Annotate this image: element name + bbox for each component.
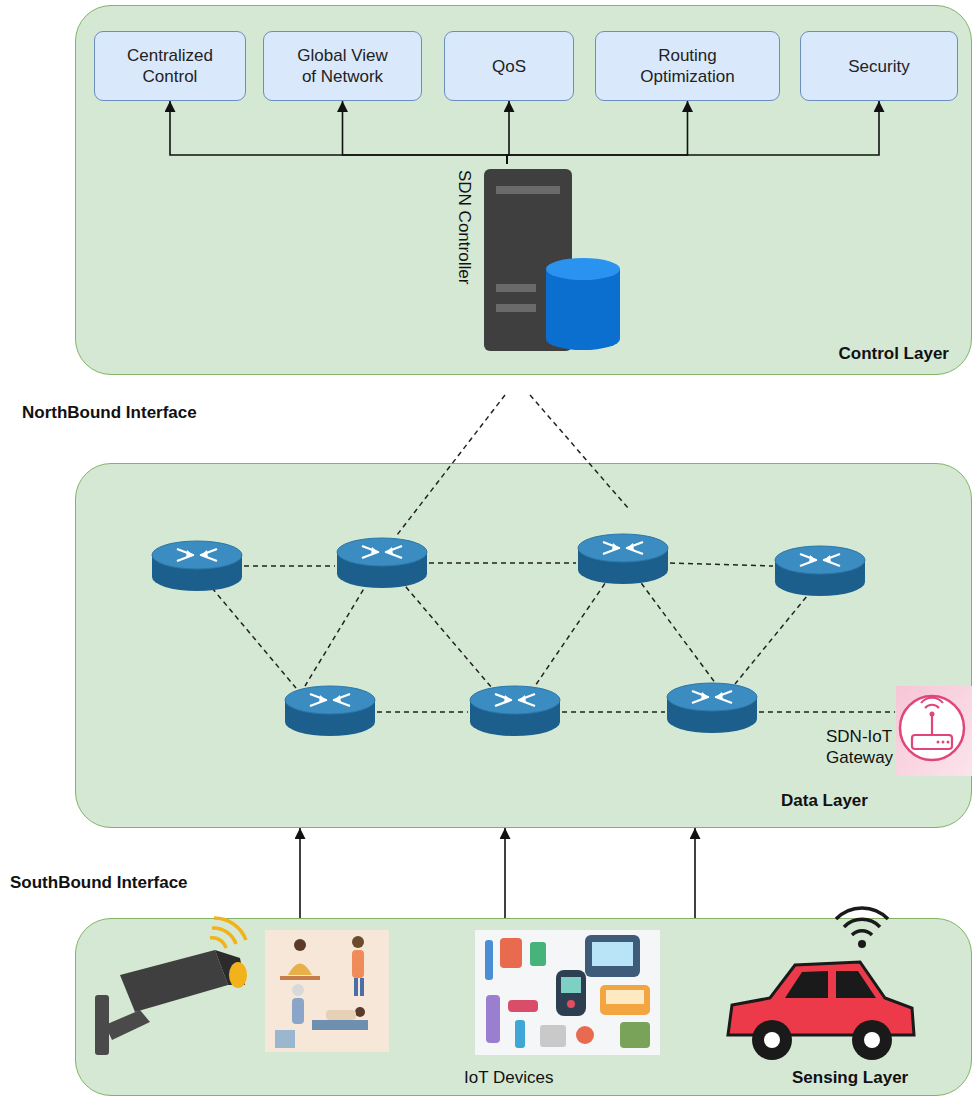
layer-label: IoT Devices — [464, 1067, 553, 1088]
function-box: QoS — [444, 31, 574, 101]
dashed-link — [212, 395, 895, 712]
interface-label: NorthBound Interface — [22, 402, 197, 423]
layer-band: Data Layer — [75, 463, 972, 828]
layer-label: Sensing Layer — [792, 1067, 908, 1088]
box-label: Global View of Network — [290, 45, 395, 87]
car-icon — [728, 908, 914, 1060]
arrow-connector — [507, 101, 879, 164]
server-icon — [451, 164, 621, 354]
layer-band: Control Layer Centralized Control Global V… — [75, 5, 972, 375]
controller-label: SDN Controller — [454, 170, 475, 284]
arrow-connector — [343, 101, 508, 164]
router-icon — [152, 534, 865, 736]
arrow-connector — [170, 101, 507, 164]
medical-devices-image — [475, 930, 660, 1055]
arrow-connector — [504, 828, 506, 918]
gateway-label: SDN-IoT Gateway — [826, 726, 894, 768]
sdn-controller: SDN Controller — [451, 164, 621, 354]
box-label: QoS — [492, 56, 526, 77]
function-box: Security — [800, 31, 958, 101]
gateway-icon — [896, 686, 972, 776]
function-box: Routing Optimization — [595, 31, 780, 101]
arrow-connector — [299, 828, 301, 918]
layer-label: Control Layer — [838, 343, 949, 364]
interface-label: SouthBound Interface — [10, 872, 188, 893]
function-box: Centralized Control — [94, 31, 246, 101]
camera-icon — [95, 918, 247, 1055]
function-box: Global View of Network — [263, 31, 422, 101]
box-label: Routing Optimization — [628, 45, 748, 87]
box-label: Centralized Control — [120, 45, 220, 87]
layer-label: Data Layer — [781, 790, 868, 811]
box-label: Security — [848, 56, 909, 77]
arrow-connector — [694, 828, 696, 918]
people-image — [265, 930, 389, 1052]
